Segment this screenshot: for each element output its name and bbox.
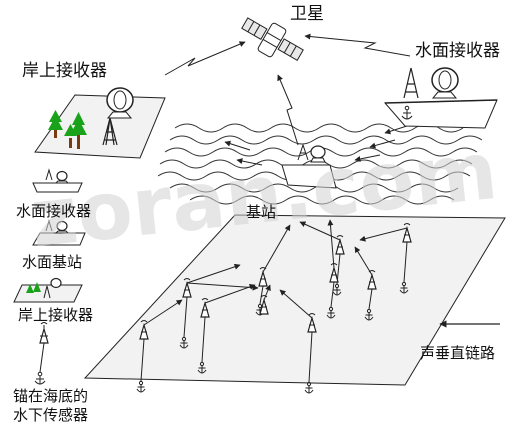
satellite-label: 卫星 (290, 4, 324, 24)
shore-receiver-label: 岸上接收器 (22, 61, 107, 81)
legend-sensor-label-line2: 水下传感器 (13, 406, 89, 424)
legend-surface-base-label: 水面基站 (22, 253, 83, 271)
base-station-buoy (281, 143, 337, 189)
ocean-waves (157, 123, 483, 205)
acoustic-links (143, 219, 408, 326)
surface-receiver-label: 水面接收器 (415, 41, 500, 61)
anchor-icon (399, 281, 409, 294)
sensor-node-icon (364, 270, 377, 321)
anchor-icon (401, 105, 413, 120)
legend-shore-receiver-icon (13, 277, 83, 303)
legend-surface-base-icon (32, 219, 86, 246)
acoustic-link-arrow (263, 284, 271, 301)
tower-icon (403, 67, 419, 99)
satellite-links (164, 33, 411, 146)
anchor-icon (136, 380, 146, 393)
sensor-node-icon (179, 278, 192, 349)
dish-icon (431, 67, 459, 99)
tree-icon (64, 124, 77, 148)
shore-platform (34, 94, 166, 159)
acoustic-link-arrow (354, 246, 373, 276)
dish-icon (106, 87, 134, 119)
acoustic-link-arrow (204, 284, 256, 304)
anchor-icon (179, 336, 189, 349)
base-station-label: 基站 (246, 203, 277, 221)
anchor-icon (332, 283, 342, 296)
satellite-icon (241, 17, 304, 62)
acoustic-link-arrow (143, 299, 183, 326)
surface-receiver-boat (383, 99, 498, 129)
sensor-node-icon (255, 267, 268, 316)
sensor-nodes (136, 223, 412, 394)
sensor-node-icon (399, 223, 412, 294)
sensor-node-icon (326, 263, 339, 319)
anchor-icon (197, 361, 207, 374)
sensor-node-icon (304, 313, 317, 394)
sensor-node-icon (136, 320, 149, 393)
acoustic-link-arrow (262, 224, 291, 273)
legend-surface-receiver-label: 水面接收器 (16, 202, 92, 220)
seabed-plane (83, 214, 506, 386)
anchor-icon (304, 381, 314, 394)
acoustic-link-arrow (186, 263, 241, 284)
legend-shore-receiver-label: 岸上接收器 (18, 306, 94, 324)
sensor-node-icon (197, 298, 210, 374)
acoustic-link-arrow (359, 227, 408, 242)
sensor-node-icon (259, 295, 269, 315)
legend-sensor-node-icon (34, 322, 49, 385)
acoustic-link-arrow (327, 219, 335, 269)
tree-icon (48, 110, 63, 138)
anchor-icon (364, 308, 374, 321)
acoustic-link-arrow (279, 289, 313, 319)
wave-link-arrows (224, 124, 411, 166)
anchor-icon (326, 306, 336, 319)
acoustic-link-arrow (186, 282, 259, 291)
acoustic-link-arrow (299, 221, 341, 241)
legend-sensor-label-line1: 锚在海底的 (13, 387, 89, 405)
vertical-link-label: 声垂直链路 (420, 344, 496, 362)
legend-surface-receiver-icon (32, 168, 83, 193)
